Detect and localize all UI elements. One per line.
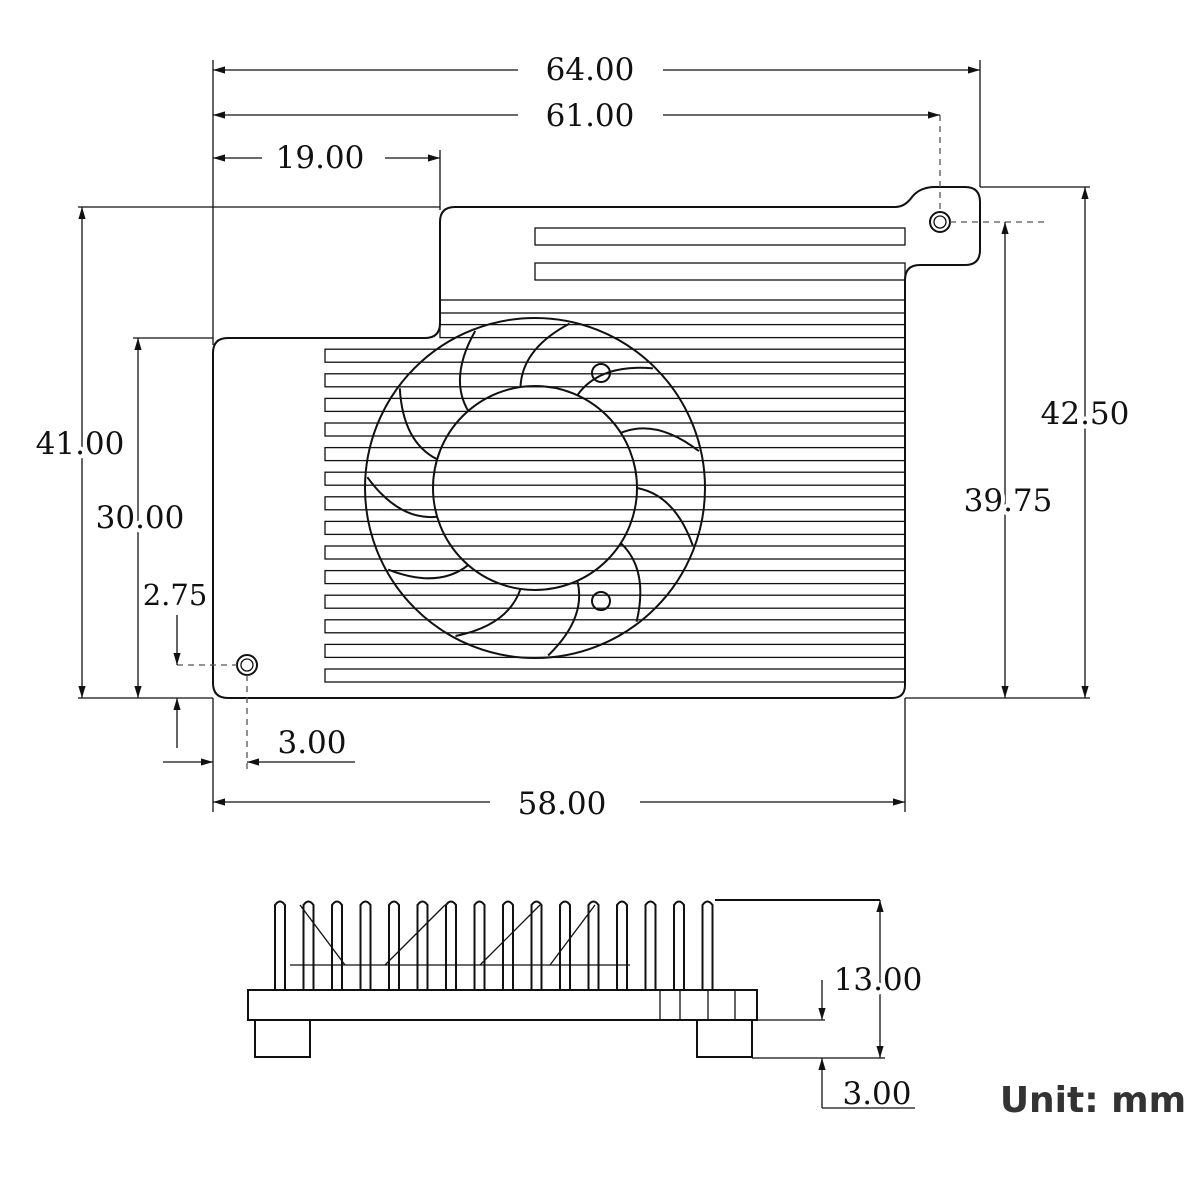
dim-19: 19.00 [276, 140, 365, 176]
heatsink-outline [212, 186, 981, 699]
fin [324, 643, 906, 659]
fan-blade [455, 588, 522, 637]
fin [439, 299, 906, 314]
dim-3-horizontal: 3.00 [277, 725, 346, 761]
side-fin [302, 900, 315, 990]
fin [324, 373, 906, 388]
dim-64: 64.00 [546, 52, 635, 88]
side-fin [416, 900, 429, 990]
dim-39-75: 39.75 [964, 483, 1053, 519]
side-fins [274, 900, 714, 990]
fin [534, 262, 906, 281]
top-view [212, 186, 981, 699]
fin [324, 496, 906, 511]
fin [324, 668, 906, 683]
side-fin [587, 900, 600, 990]
fan-blade [366, 476, 438, 519]
fan-blade [398, 388, 438, 461]
mount-hole-top-right [929, 211, 951, 233]
side-fin [331, 900, 343, 990]
fin [324, 471, 906, 486]
side-fin [559, 900, 571, 990]
side-fin [445, 900, 457, 990]
dim-13: 13.00 [834, 962, 923, 998]
side-view: 13.00 3.00 [247, 899, 926, 1112]
side-fin [473, 900, 486, 990]
fan-blade-side [299, 904, 346, 966]
foot-right [696, 1019, 753, 1058]
fin [324, 520, 906, 536]
fan-blade [458, 330, 477, 412]
side-fin [502, 900, 514, 990]
fan-blade-side [479, 904, 541, 966]
side-fin [616, 900, 628, 990]
base-plate [247, 989, 758, 1021]
side-fin [359, 900, 372, 990]
fan-blade [519, 322, 571, 388]
fan-blade [636, 487, 694, 546]
fin [324, 446, 906, 462]
fin [534, 227, 906, 246]
dim-3-foot: 3.00 [842, 1076, 911, 1112]
fin [324, 348, 906, 363]
mount-hole-bottom-left [236, 654, 258, 676]
side-fin [673, 900, 685, 990]
fin [324, 545, 906, 560]
fan-screw-hole [591, 591, 611, 611]
fin [324, 619, 906, 634]
fan-blade [620, 542, 642, 623]
fan-blade [387, 564, 469, 580]
fan-blade [620, 427, 700, 452]
side-fin [388, 900, 400, 990]
dim-61: 61.00 [546, 98, 635, 134]
fan-blade-side [549, 904, 596, 966]
fan-blade [547, 580, 581, 657]
fin [439, 323, 906, 339]
unit-label: Unit: mm [1000, 1080, 1186, 1121]
side-fin [701, 900, 714, 990]
dim-2-75: 2.75 [143, 578, 208, 612]
dim-42-5: 42.50 [1041, 396, 1130, 432]
dim-58: 58.00 [518, 786, 607, 822]
fan-blades [366, 322, 700, 657]
fin [324, 594, 906, 609]
fan-blade-side [384, 904, 446, 966]
side-fin [274, 900, 286, 990]
fin [324, 422, 906, 437]
fan-blade [576, 366, 654, 396]
side-fin [530, 900, 543, 990]
dim-41: 41.00 [36, 426, 125, 462]
dim-30: 30.00 [96, 500, 185, 536]
side-fin [644, 900, 657, 990]
foot-left [254, 1019, 311, 1058]
fan-screw-hole [591, 363, 611, 383]
fan-hub [432, 385, 638, 591]
fan-ring [364, 317, 706, 659]
fan [364, 317, 706, 659]
dimensions: 64.00 61.00 19.00 41.00 30.00 2.75 3.00 … [32, 52, 1134, 822]
fin [324, 397, 906, 413]
fin [324, 569, 906, 585]
fins [324, 227, 906, 683]
